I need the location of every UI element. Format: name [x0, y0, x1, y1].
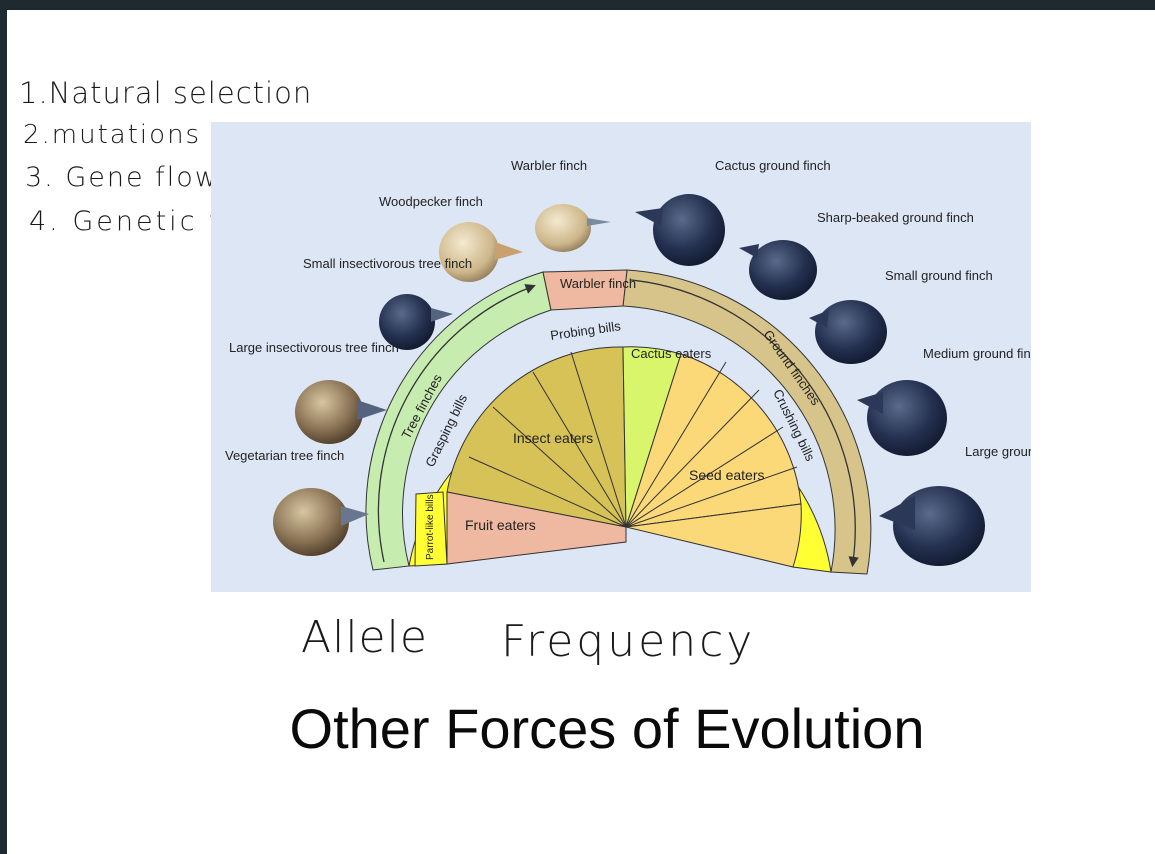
- large-insectivorous-tree-finch-label: Large insectivorous tree finch: [229, 340, 399, 355]
- warbler-finch-label: Warbler finch: [511, 158, 587, 173]
- ground-finches-band: [622, 269, 872, 575]
- insect-eaters-sector: [446, 346, 627, 528]
- small-insectivorous-tree-finch-label: Small insectivorous tree finch: [303, 256, 472, 271]
- darwin-finches-diagram: Tree finches Grasping bills Probing bill…: [211, 122, 1073, 592]
- parrot-like-bills-strip: [414, 491, 448, 567]
- large-ground-finch-head-icon: [879, 486, 985, 566]
- sector-divider-lines: [468, 351, 798, 528]
- ground-finches-arrow: [630, 279, 859, 568]
- small-ground-finch-label: Small ground finch: [885, 268, 993, 283]
- cactus-ground-finch-head-icon: [635, 194, 725, 266]
- parrot-like-bills-label: Parrot-like bills: [425, 494, 436, 560]
- warbler-box-label: Warbler finch: [560, 276, 636, 291]
- medium-ground-finch-head-icon: [857, 380, 947, 456]
- slide-title: Other Forces of Evolution: [289, 697, 925, 760]
- large-insectivorous-tree-finch-head-icon: [295, 380, 387, 444]
- large-ground-finch-label: Large ground finch: [965, 444, 1031, 459]
- sharp-beaked-ground-finch-label: Sharp-beaked ground finch: [817, 210, 974, 225]
- warbler-finch-head-icon: [535, 204, 611, 252]
- vegetarian-tree-finch-label: Vegetarian tree finch: [225, 448, 344, 463]
- handwritten-note-mutations: 2.mutations: [23, 120, 202, 150]
- small-insectivorous-tree-finch-head-icon: [379, 294, 453, 350]
- cactus-eaters-label: Cactus eaters: [631, 346, 712, 361]
- cactus-ground-finch-label: Cactus ground finch: [715, 158, 831, 173]
- window-top-bar: [0, 0, 1155, 10]
- whiteboard-canvas[interactable]: 1.Natural selection 2.mutations 3. Gene …: [7, 10, 1155, 854]
- medium-ground-finch-label: Medium ground finch: [923, 346, 1031, 361]
- insect-eaters-label: Insect eaters: [513, 430, 593, 446]
- handwritten-note-natural-selection: 1.Natural selection: [19, 76, 313, 110]
- warbler-finch-box: [542, 269, 628, 311]
- window-left-bar: [0, 0, 7, 854]
- finch-diagram-svg: Tree finches Grasping bills Probing bill…: [211, 122, 1073, 592]
- handwritten-note-frequency: Frequency: [501, 616, 756, 667]
- fruit-eaters-label: Fruit eaters: [465, 517, 536, 533]
- sharp-beaked-ground-finch-head-icon: [739, 240, 817, 300]
- tree-finches-arrow: [377, 284, 536, 563]
- handwritten-note-allele: Allele: [301, 612, 428, 663]
- seed-eaters-sector: [625, 503, 802, 568]
- vegetarian-tree-finch-head-icon: [273, 488, 369, 556]
- woodpecker-finch-label: Woodpecker finch: [379, 194, 483, 209]
- seed-eaters-label: Seed eaters: [689, 467, 765, 483]
- bird-labels: Vegetarian tree finch Large insectivorou…: [225, 158, 1073, 463]
- small-ground-finch-head-icon: [809, 300, 887, 364]
- handwritten-note-gene-flow: 3. Gene flow: [25, 162, 219, 193]
- seed-eaters-sector: [625, 353, 802, 528]
- woodpecker-finch-head-icon: [439, 222, 523, 282]
